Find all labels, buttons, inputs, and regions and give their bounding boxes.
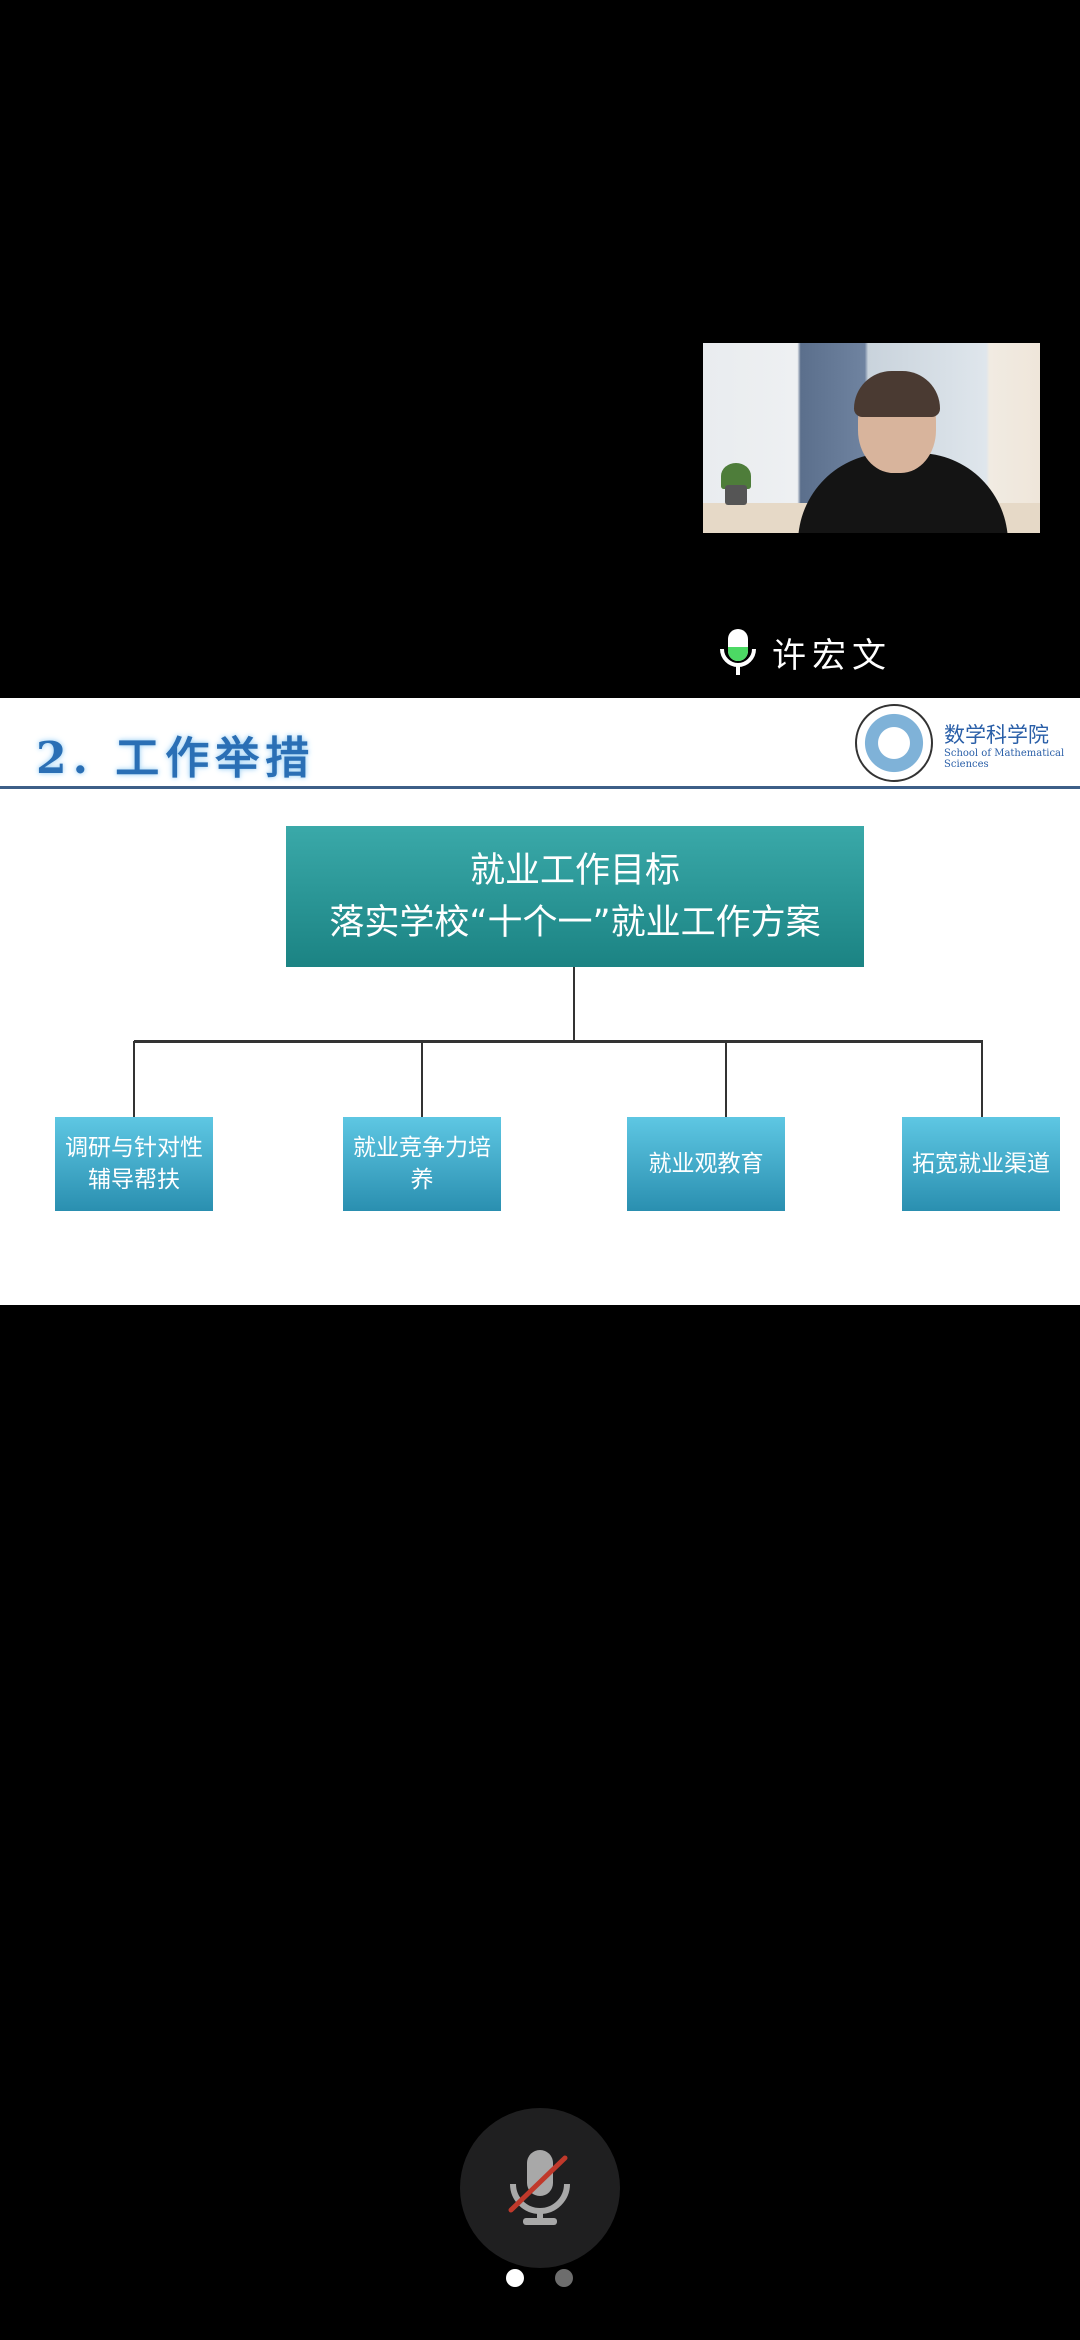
slide-title: 2. 工作举措 (36, 733, 316, 784)
page-indicator-active[interactable] (506, 2269, 524, 2287)
shared-slide (0, 698, 1080, 1305)
node-line: 就业观教育 (648, 1151, 764, 1177)
header-divider (0, 786, 1080, 789)
node-line: 拓宽就业渠道 (912, 1151, 1050, 1177)
node-line: 辅导帮扶 (88, 1167, 180, 1193)
video-pot (725, 485, 747, 505)
node-channels: 拓宽就业渠道 (902, 1117, 1060, 1211)
goal-box: 就业工作目标 落实学校“十个一”就业工作方案 (286, 826, 864, 967)
participant-video[interactable] (703, 343, 1040, 533)
node-employment-view: 就业观教育 (627, 1117, 785, 1211)
connector-trunk (573, 967, 575, 1042)
mute-button[interactable] (460, 2108, 620, 2268)
node-line: 就业竞争力培养 (353, 1135, 491, 1193)
node-line: 调研与针对性 (65, 1135, 203, 1161)
node-competitiveness: 就业竞争力培养 (343, 1117, 501, 1211)
school-name: 数学科学院 (944, 723, 1049, 747)
speaker-label: 许宏文 (718, 622, 892, 682)
speaker-name: 许宏文 (772, 635, 892, 676)
connector-drop (725, 1041, 727, 1117)
page-indicator[interactable] (555, 2269, 573, 2287)
mic-active-icon (720, 629, 756, 675)
mic-muted-icon (508, 2150, 570, 2225)
video-plant (721, 463, 751, 489)
goal-line-2: 落实学校“十个一”就业工作方案 (329, 902, 821, 943)
connector-drop (133, 1041, 135, 1117)
school-subtitle: School of Mathematical Sciences (944, 748, 1065, 770)
video-person-hair (854, 371, 940, 417)
connector-drop (421, 1041, 423, 1117)
connector-bar (134, 1040, 983, 1043)
node-research-support: 调研与针对性辅导帮扶 (55, 1117, 213, 1211)
goal-line-1: 就业工作目标 (469, 850, 680, 891)
connector-drop (981, 1041, 983, 1117)
university-seal-logo (855, 704, 933, 782)
